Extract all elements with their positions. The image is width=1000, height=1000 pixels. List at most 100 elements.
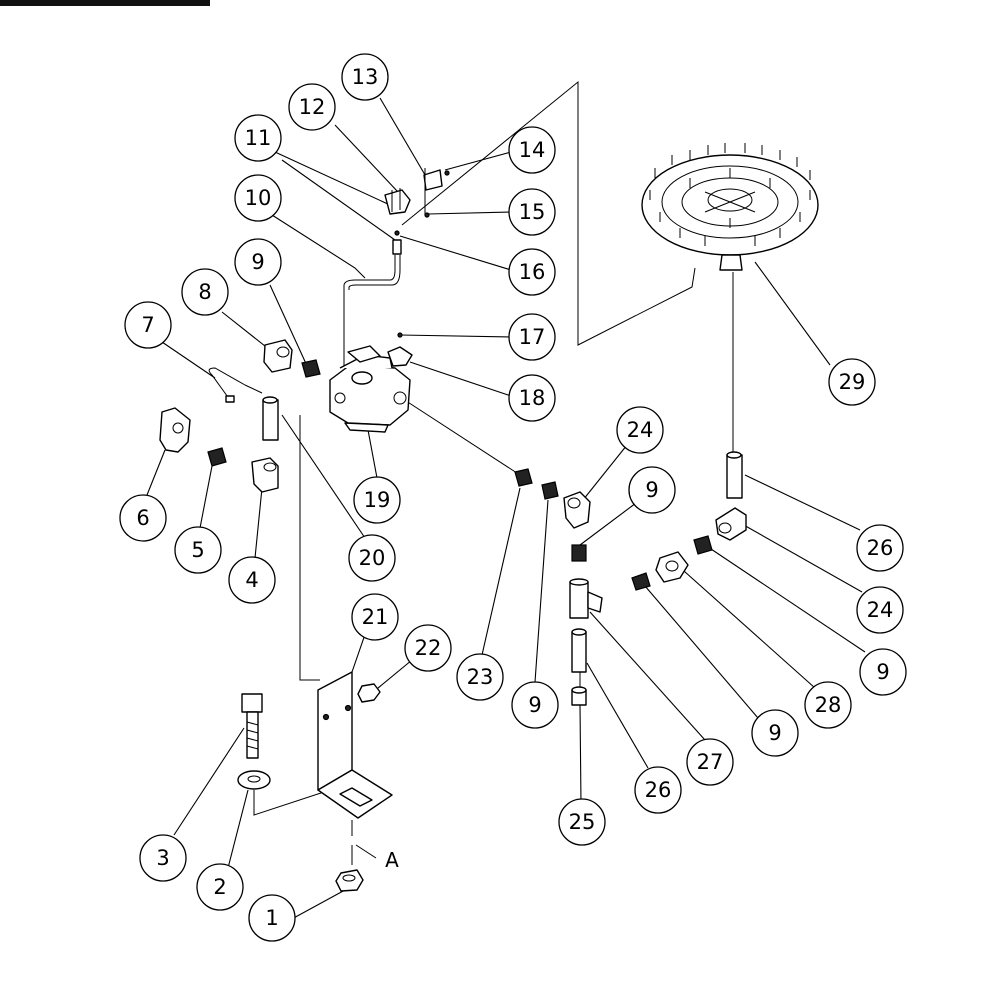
callout-10: 10: [234, 174, 282, 222]
part-5-nipple: [207, 447, 227, 467]
callout-28: 28: [804, 681, 852, 729]
callout-16: 16: [508, 248, 556, 296]
callout-22: 22: [404, 624, 452, 672]
part-20-pipe: [262, 396, 279, 441]
part-25-cap: [571, 686, 587, 706]
svg-text:2: 2: [213, 875, 226, 899]
svg-text:5: 5: [191, 538, 204, 562]
svg-text:20: 20: [359, 546, 386, 570]
part-1-nut: [335, 869, 364, 892]
callout-15: 15: [508, 188, 556, 236]
section-marker-label: A: [385, 848, 399, 872]
part-21-bracket: [317, 671, 393, 819]
callout-9d: 9: [751, 709, 799, 757]
callout-13: 13: [341, 53, 389, 101]
part-28-union: [655, 551, 689, 583]
part-26-pipe-b: [726, 451, 743, 499]
svg-text:16: 16: [519, 260, 546, 284]
svg-text:12: 12: [299, 95, 326, 119]
svg-text:17: 17: [519, 325, 546, 349]
callout-9b: 9: [511, 681, 559, 729]
part-27-tee: [569, 578, 603, 619]
callout-26b: 26: [856, 524, 904, 572]
callout-27: 27: [686, 738, 734, 786]
part-19-gas-valve: [329, 345, 411, 433]
callout-12: 12: [288, 83, 336, 131]
svg-text:22: 22: [415, 636, 442, 660]
svg-text:29: 29: [839, 370, 866, 394]
callout-26a: 26: [634, 766, 682, 814]
part-18-terminal: [387, 332, 413, 367]
callout-3: 3: [139, 834, 187, 882]
callouts: 1 2 3 4 5 6 7 8 9 10 11 12 13 14 15 16 1…: [119, 53, 907, 942]
callout-19: 19: [353, 476, 401, 524]
callout-24b: 24: [856, 586, 904, 634]
svg-text:24: 24: [867, 598, 894, 622]
part-13-pilot: [423, 168, 450, 218]
svg-text:9: 9: [645, 478, 658, 502]
part-26-pipe-a: [571, 628, 587, 673]
part-9-nipple-b: [541, 481, 559, 500]
part-16-fitting: [392, 230, 402, 255]
part-7-thermocouple: [208, 367, 263, 403]
svg-text:4: 4: [245, 568, 258, 592]
callout-8: 8: [181, 268, 229, 316]
callout-4: 4: [228, 556, 276, 604]
svg-text:1: 1: [265, 906, 278, 930]
callout-24a: 24: [616, 406, 664, 454]
part-9-nipple-c: [571, 544, 587, 562]
part-9-nipple-valve: [301, 359, 321, 378]
svg-text:23: 23: [467, 665, 494, 689]
callout-7: 7: [124, 301, 172, 349]
callout-29: 29: [828, 358, 876, 406]
part-22-nut: [357, 683, 381, 703]
callout-6: 6: [119, 494, 167, 542]
svg-text:3: 3: [156, 846, 169, 870]
callout-11: 11: [234, 114, 282, 162]
part-4-elbow: [251, 457, 279, 493]
svg-text:6: 6: [136, 506, 149, 530]
svg-text:9: 9: [528, 693, 541, 717]
svg-text:9: 9: [768, 721, 781, 745]
callout-9c: 9: [628, 466, 676, 514]
callout-5: 5: [174, 526, 222, 574]
svg-text:26: 26: [867, 536, 894, 560]
callout-23: 23: [456, 653, 504, 701]
section-marker-a: A: [351, 820, 399, 872]
part-8-elbow: [263, 339, 293, 373]
callout-2: 2: [196, 863, 244, 911]
part-29-burner-ring: [641, 143, 819, 271]
part-23-coupling: [514, 468, 533, 487]
svg-text:26: 26: [645, 778, 672, 802]
callout-9e: 9: [859, 648, 907, 696]
callout-18: 18: [508, 374, 556, 422]
svg-text:27: 27: [697, 750, 724, 774]
parts: A: [159, 143, 819, 892]
part-9-nipple-d: [631, 572, 651, 591]
svg-text:15: 15: [519, 200, 546, 224]
svg-text:18: 18: [519, 386, 546, 410]
svg-text:9: 9: [876, 660, 889, 684]
svg-text:28: 28: [815, 693, 842, 717]
part-3-bolt: [241, 693, 263, 759]
leader-lines: [146, 80, 866, 921]
part-9-nipple-e: [693, 535, 713, 555]
callout-25: 25: [558, 798, 606, 846]
svg-text:10: 10: [245, 186, 272, 210]
svg-text:21: 21: [362, 605, 389, 629]
part-10-tube: [343, 255, 401, 290]
svg-text:7: 7: [141, 313, 154, 337]
part-24-elbow-a: [563, 491, 591, 529]
callout-1: 1: [248, 894, 296, 942]
callout-21: 21: [351, 593, 399, 641]
svg-text:11: 11: [245, 126, 272, 150]
callout-14: 14: [508, 126, 556, 174]
callout-20: 20: [348, 534, 396, 582]
header-strip: [0, 0, 210, 6]
svg-text:24: 24: [627, 418, 654, 442]
svg-text:25: 25: [569, 810, 596, 834]
svg-text:8: 8: [198, 280, 211, 304]
part-24-elbow-b: [715, 507, 747, 541]
svg-text:19: 19: [364, 488, 391, 512]
